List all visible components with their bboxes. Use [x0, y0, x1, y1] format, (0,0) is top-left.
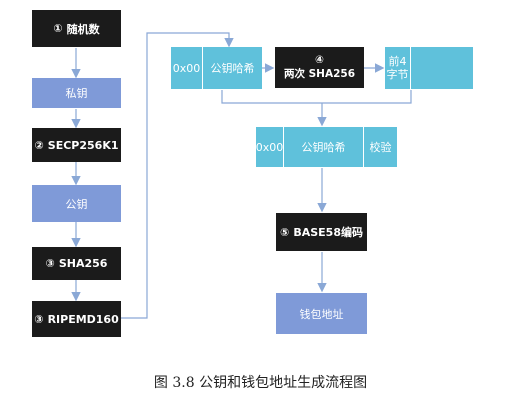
base58-label: BASE58编码 [293, 226, 363, 239]
random-number-box: ① 随机数 [32, 10, 121, 47]
row1-hash-label: 公钥哈希 [210, 62, 255, 75]
step-number: ③ [45, 257, 55, 270]
base58-box: ⑤ BASE58编码 [276, 213, 367, 251]
private-key-box: 私钥 [32, 78, 121, 108]
step-number: ⑤ [280, 225, 290, 239]
row2-checksum: 校验 [364, 127, 397, 167]
wallet-address-label: 钱包地址 [299, 307, 344, 321]
figure-caption: 图 3.8 公钥和钱包地址生成流程图 [153, 375, 368, 391]
row1-rest [411, 47, 473, 89]
step-number: ① [53, 22, 63, 35]
row2-checksum-label: 校验 [369, 141, 392, 154]
arrow-ripemd-to-row1 [121, 32, 234, 319]
double-sha256-label: 两次 SHA256 [283, 68, 356, 80]
ripemd160-label: RIPEMD160 [47, 312, 119, 326]
random-number-label: 随机数 [66, 22, 100, 36]
step-number: ③ [34, 312, 44, 326]
row2-prefix: 0x00 [256, 127, 284, 167]
secp256k1-box: ② SECP256K1 [32, 128, 121, 162]
row2-hash-label: 公钥哈希 [301, 141, 346, 154]
row2-prefix-label: 0x00 [255, 140, 284, 154]
step-number: ④ [315, 54, 324, 66]
ripemd160-box: ③ RIPEMD160 [32, 301, 121, 337]
row1-prefix: 0x00 [171, 47, 203, 89]
secp256k1-label: SECP256K1 [47, 138, 119, 152]
row1-hash: 公钥哈希 [203, 47, 262, 89]
sha256-label: SHA256 [58, 257, 108, 270]
double-sha256-box: ④ 两次 SHA256 [275, 47, 364, 88]
public-key-box: 公钥 [32, 185, 121, 222]
private-key-label: 私钥 [65, 87, 88, 100]
merge-line [221, 90, 412, 104]
first4-bytes: 前4 字节 [385, 47, 411, 89]
row1-prefix-label: 0x00 [172, 61, 201, 75]
first4-bytes-label: 前4 字节 [386, 55, 409, 81]
row2-hash: 公钥哈希 [284, 127, 364, 167]
step-number: ② [34, 138, 44, 152]
public-key-label: 公钥 [65, 197, 88, 211]
sha256-box: ③ SHA256 [32, 247, 121, 280]
wallet-address-box: 钱包地址 [276, 293, 367, 334]
